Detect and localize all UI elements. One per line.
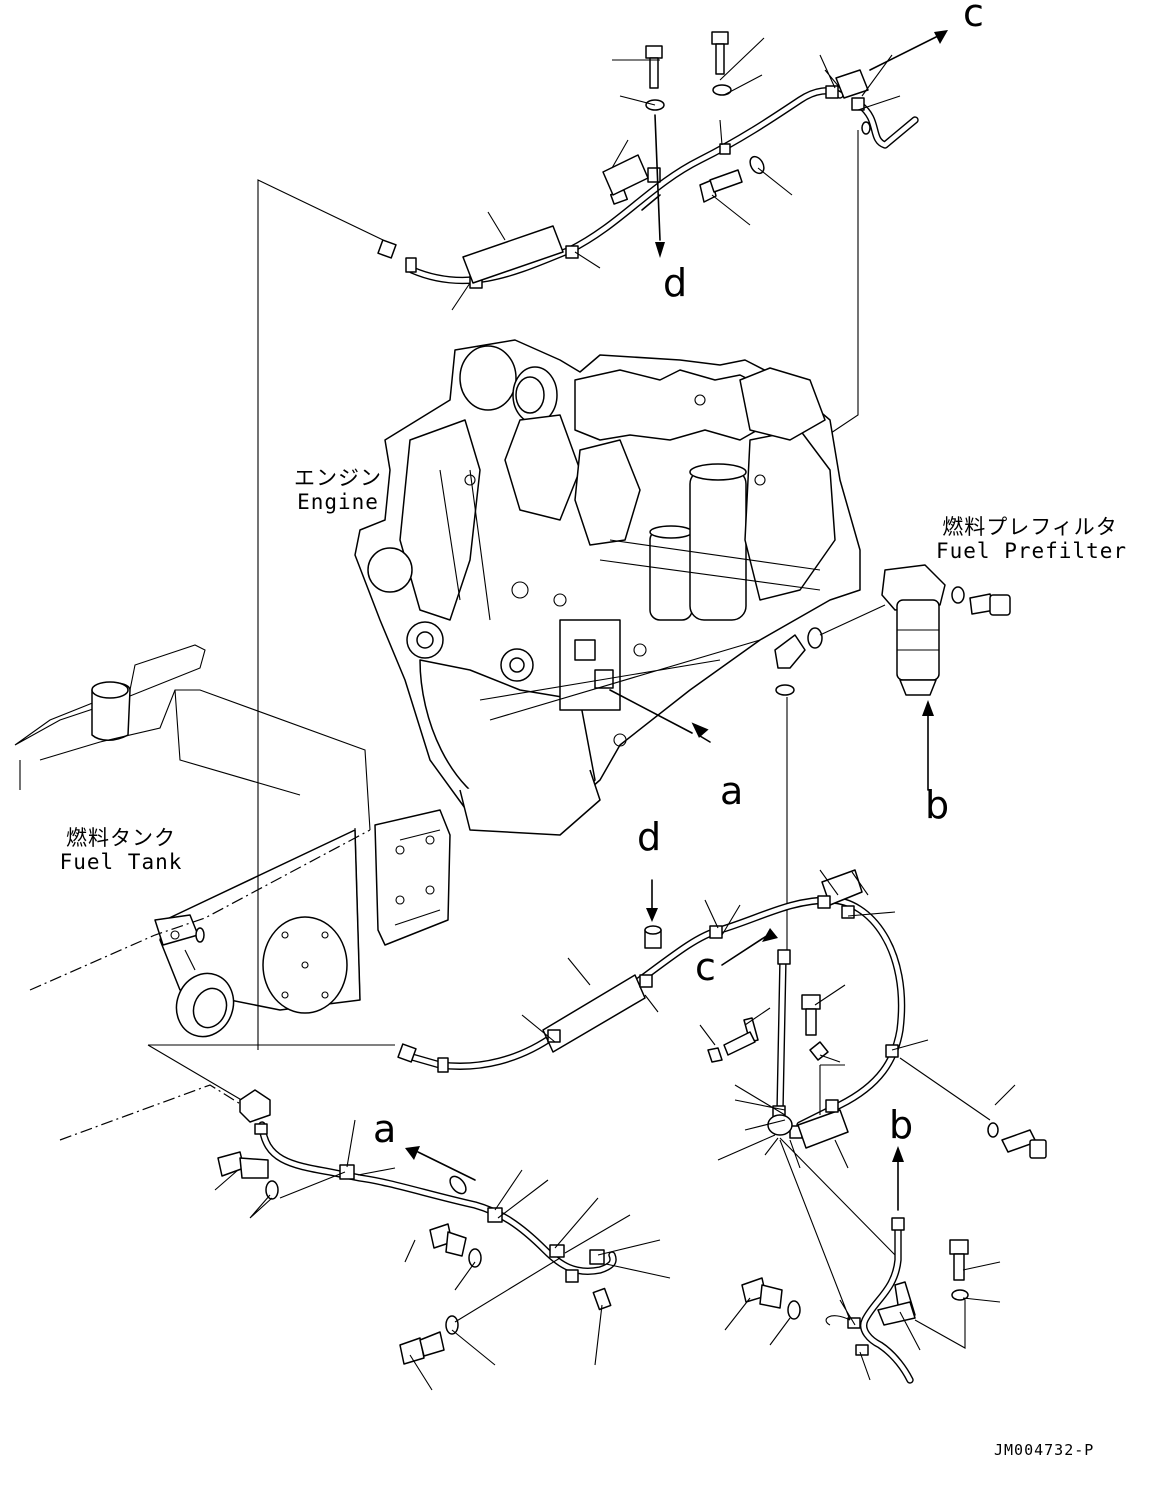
middle-fuel-line-assembly <box>397 869 1047 1259</box>
top-fuel-line-assembly <box>257 30 948 1050</box>
ref-a-bottom: a <box>373 1107 397 1151</box>
prefilter-label: 燃料プレフィルタ Fuel Prefilter <box>936 515 1128 563</box>
prefilter-label-en: Fuel Prefilter <box>936 539 1128 563</box>
fuel-tank-frame <box>14 644 451 1141</box>
engine-label-en: Engine <box>297 490 379 514</box>
ref-b-filter: b <box>925 783 950 827</box>
prefilter-label-jp: 燃料プレフィルタ <box>942 515 1118 539</box>
ref-d-mid: d <box>637 815 662 859</box>
ref-c-mid: c <box>695 945 716 989</box>
ref-b-bottom: b <box>889 1103 914 1147</box>
engine-label-jp: エンジン <box>294 466 382 490</box>
engine-drawing <box>354 339 861 836</box>
fuel-tank-label-jp: 燃料タンク <box>66 826 176 850</box>
engine-label: エンジン Engine <box>290 466 386 514</box>
bottom-left-fuel-line-assembly <box>214 1089 671 1391</box>
fuel-prefilter-drawing <box>774 564 1011 950</box>
ref-a-engine: a <box>720 769 744 813</box>
ref-c-top: c <box>963 0 984 35</box>
bottom-right-fuel-line-assembly <box>724 1139 1001 1384</box>
fuel-tank-label-en: Fuel Tank <box>59 850 183 874</box>
drawing-code: JM004732-P <box>994 1441 1095 1459</box>
fuel-tank-label: 燃料タンク Fuel Tank <box>58 826 184 874</box>
ref-d-top: d <box>663 261 688 305</box>
